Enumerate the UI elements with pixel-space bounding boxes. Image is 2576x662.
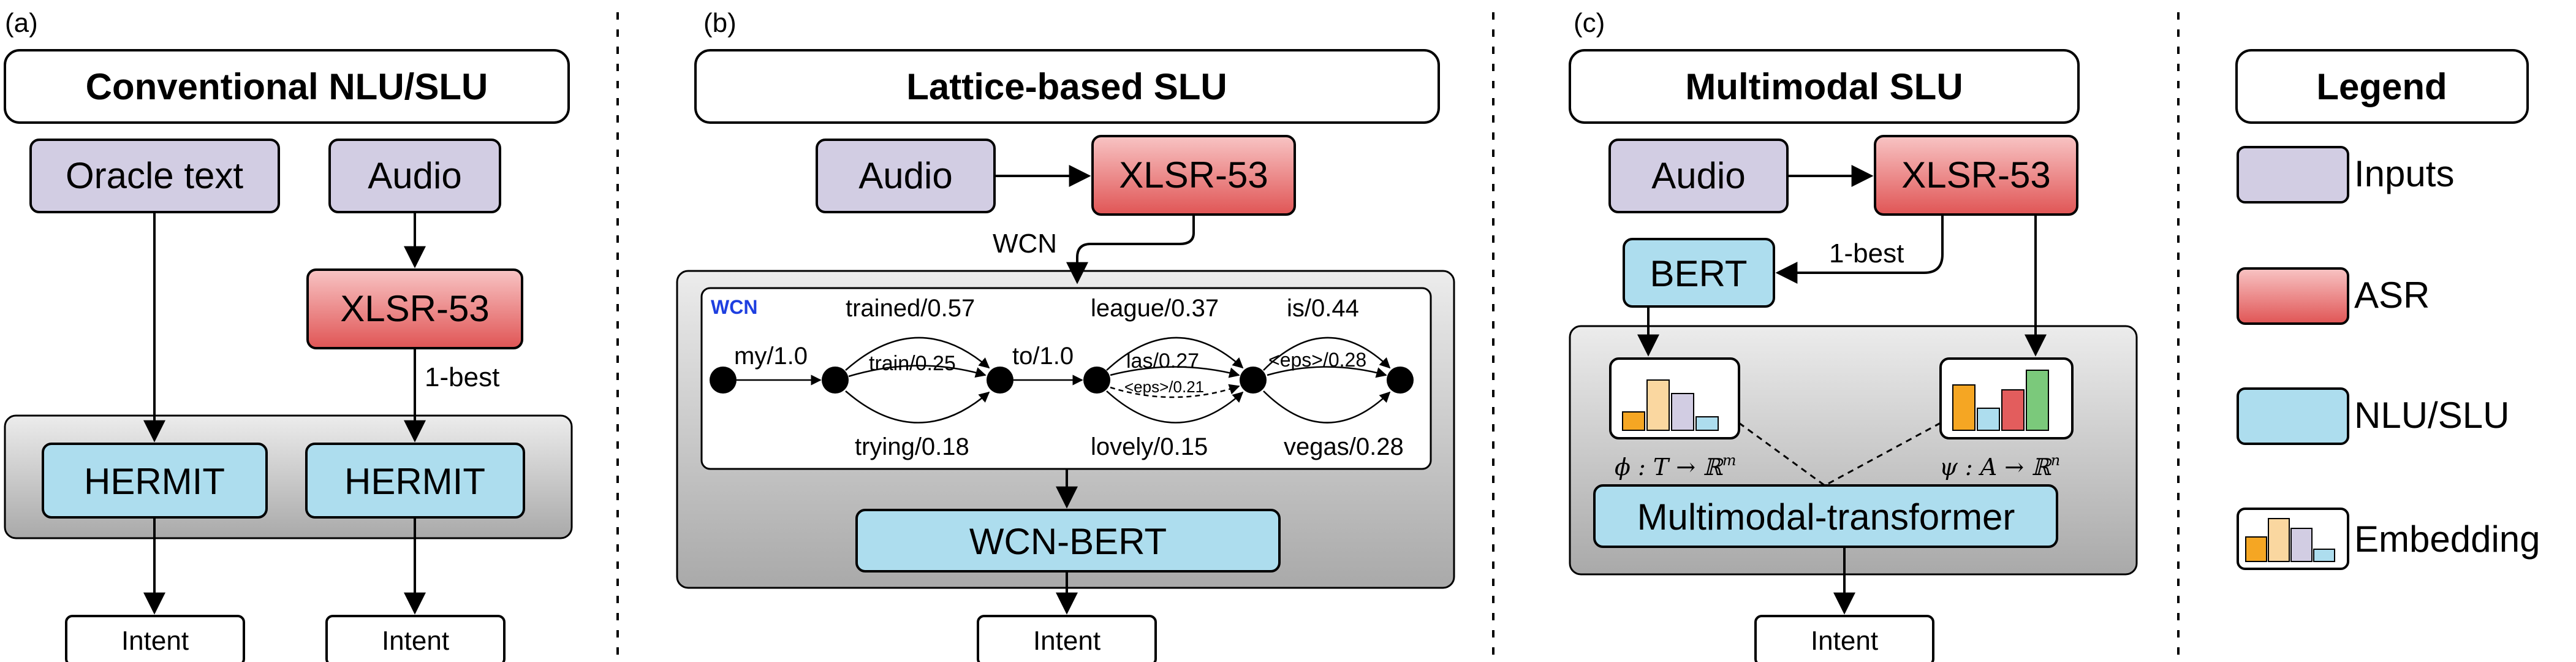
edge-train: [848, 365, 987, 378]
edge-trained-label: trained/0.57: [846, 295, 975, 322]
edge-lovely: [1106, 390, 1244, 424]
edge-is-label: is/0.44: [1287, 295, 1359, 322]
edge-lovely-label: lovely/0.15: [1091, 433, 1208, 460]
intent-box-a1: [65, 615, 245, 662]
mmt-label: Multimodal-transformer: [1637, 496, 2015, 538]
edge-vegas-label: vegas/0.28: [1284, 433, 1404, 460]
legend-inputs-swatch: [2237, 146, 2349, 204]
wcn-arrow-label: WCN: [993, 229, 1057, 259]
psi-label: ψ : A → ℝn: [1939, 452, 2060, 481]
edge-train-label: train/0.25: [869, 352, 956, 375]
panel-b-tag: (b): [703, 8, 737, 38]
edge-trained: [845, 337, 990, 371]
wcn-tag: WCN: [711, 296, 757, 318]
intent-label-a2: Intent: [382, 626, 449, 656]
edge-las: [1110, 366, 1240, 378]
onebest-label-c: 1-best: [1829, 238, 1904, 268]
intent-box-c: [1754, 615, 1934, 662]
fusion-line-left: [1738, 422, 1825, 487]
intent-label-b: Intent: [1033, 626, 1100, 656]
panel-b: (b) Lattice-based SLU Audio XLSR-53 WCN …: [676, 8, 1455, 662]
edge-eps1-label: <eps>/0.21: [1124, 378, 1204, 396]
wcnbert-label: WCN-BERT: [969, 521, 1167, 562]
wcn-node-4: [1240, 367, 1267, 394]
edge-eps2-label: <eps>/0.28: [1268, 349, 1366, 371]
wcn-node-0: [710, 367, 737, 394]
onebest-label-a: 1-best: [425, 362, 499, 392]
panel-b-title-box: [694, 49, 1440, 124]
audio-label-a: Audio: [368, 155, 461, 196]
audio-embedding-icon: [1939, 357, 2074, 439]
edge-is: [1263, 337, 1391, 371]
audio-label-c: Audio: [1651, 155, 1745, 196]
legend-embedding-icon: [2237, 508, 2349, 570]
legend-title: Legend: [2316, 66, 2447, 107]
hermit-label-1: HERMIT: [84, 461, 225, 502]
intent-label-a1: Intent: [121, 626, 189, 656]
text-embedding-icon: [1609, 357, 1740, 439]
edge-vegas: [1263, 390, 1391, 424]
mmt-box: [1593, 484, 2058, 548]
edge-my-label: my/1.0: [734, 343, 808, 370]
wcn-node-1: [822, 367, 849, 394]
legend-asr-swatch: [2237, 267, 2349, 325]
wcn-node-5: [1387, 367, 1414, 394]
legend-embedding-label: Embedding: [2354, 519, 2540, 560]
wcn-node-2: [987, 367, 1013, 394]
panel-a-title: Conventional NLU/SLU: [86, 66, 488, 107]
panel-a: (a) Conventional NLU/SLU Oracle text Aud…: [4, 8, 573, 662]
arrow-asr-bert: [1775, 215, 1944, 284]
intent-label-c: Intent: [1811, 626, 1878, 656]
edge-eps1: [1110, 384, 1240, 398]
bert-label: BERT: [1650, 253, 1748, 294]
panel-c-tag: (c): [1574, 8, 1605, 38]
asr-label-c: XLSR-53: [1901, 154, 2050, 196]
legend-inputs-label: Inputs: [2354, 153, 2454, 194]
edge-to-label: to/1.0: [1012, 343, 1074, 370]
phi-label: ϕ : T → ℝm: [1615, 452, 1737, 481]
edge-eps2: [1267, 366, 1387, 378]
edge-league: [1106, 337, 1244, 371]
edge-las-label: las/0.27: [1126, 349, 1199, 373]
bert-box: [1623, 238, 1775, 308]
legend-nlu-label: NLU/SLU: [2354, 395, 2509, 436]
asr-box-c: [1874, 135, 2078, 216]
asr-label-a: XLSR-53: [340, 288, 489, 329]
edge-league-label: league/0.37: [1091, 295, 1219, 322]
oracle-text-label: Oracle text: [66, 155, 243, 196]
intent-box-a2: [325, 615, 506, 662]
edge-trying-label: trying/0.18: [855, 433, 969, 460]
panel-c-title: Multimodal SLU: [1685, 66, 1963, 107]
panel-c: (c) Multimodal SLU Audio XLSR-53 BERT 1-…: [1569, 8, 2138, 662]
edge-trying: [845, 390, 990, 424]
wcn-node-3: [1083, 367, 1110, 394]
legend-title-box: [2235, 49, 2529, 124]
panel-c-title-box: [1569, 49, 2080, 124]
panel-a-tag: (a): [5, 8, 38, 38]
hermit-label-2: HERMIT: [344, 461, 485, 502]
arrow-asr-wcn: [1066, 215, 1195, 284]
asr-label-b: XLSR-53: [1119, 154, 1268, 196]
panel-a-title-box: [4, 49, 570, 124]
audio-label-b: Audio: [858, 155, 952, 196]
legend-nlu-swatch: [2237, 387, 2349, 445]
legend: Legend Inputs ASR NLU/SLU Embedding: [2235, 49, 2540, 570]
panel-b-title: Lattice-based SLU: [906, 66, 1227, 107]
intent-box-b: [977, 615, 1157, 662]
legend-asr-label: ASR: [2354, 275, 2430, 316]
